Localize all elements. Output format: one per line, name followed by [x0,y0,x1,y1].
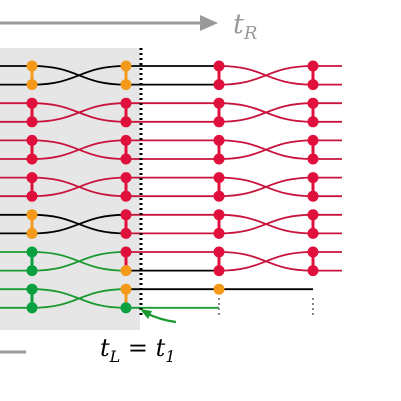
wire-seg-1-7 [31,176,127,198]
gate-dot-c1-13 [120,302,132,314]
gate-dot-c3-11 [307,265,319,277]
gate-dot-c0-0 [26,60,38,72]
gate-dot-c0-2 [26,97,38,109]
gate-dot-c0-7 [26,190,38,202]
gate-dot-c3-5 [307,153,319,165]
gate-dot-c2-11 [213,265,225,277]
wire-seg-3-9 [218,213,314,235]
gate-dot-c0-10 [26,246,38,258]
wire-seg-3-5 [218,139,314,160]
wire-seg-1-9 [31,213,127,235]
wire-seg-1-13 [31,288,127,309]
gate-dot-c2-7 [213,190,225,202]
gate-dot-c2-4 [213,134,225,146]
gate-dot-c3-4 [307,134,319,146]
gate-dot-c0-6 [26,172,38,184]
gate-dot-c2-8 [213,209,225,221]
equals-t: = t [120,334,165,362]
gate-dot-c0-11 [26,265,38,277]
gate-dot-c1-5 [120,153,132,165]
gate-dot-c0-5 [26,153,38,165]
gate-dot-c2-12 [213,283,225,295]
gate-dot-c2-10 [213,246,225,258]
gate-dot-c1-2 [120,97,132,109]
gate-dot-c3-0 [307,60,319,72]
gate-dot-c2-6 [213,172,225,184]
gate-dot-c1-12 [120,283,132,295]
pointer-arrow-head [140,309,152,319]
gate-dot-c2-1 [213,79,225,91]
gate-dot-c3-10 [307,246,319,258]
gates-layer [26,60,319,314]
gate-dot-c0-9 [26,227,38,239]
gate-dot-c3-2 [307,97,319,109]
gate-dot-c3-6 [307,172,319,184]
wire-seg-1-1 [31,65,127,86]
gate-dot-c1-11 [120,265,132,277]
gate-dot-c2-9 [213,227,225,239]
wire-seg-3-7 [218,176,314,198]
gate-dot-c1-9 [120,227,132,239]
gate-dot-c1-10 [120,246,132,258]
t-one-subscript: 1 [165,347,175,366]
gate-dot-c1-0 [120,60,132,72]
gate-dot-c0-4 [26,134,38,146]
gate-dot-c3-3 [307,116,319,128]
t-left-subscript: L [109,347,121,366]
wire-seg-1-3 [31,102,127,123]
wire-seg-3-3 [218,102,314,123]
wire-seg-1-5 [31,139,127,160]
gate-dot-c1-6 [120,172,132,184]
gate-dot-c2-3 [213,116,225,128]
gate-dot-c3-1 [307,79,319,91]
gate-dot-c3-9 [307,227,319,239]
gate-dot-c1-3 [120,116,132,128]
wire-seg-1-11 [31,251,127,272]
gate-dot-c0-12 [26,283,38,295]
t-right-symbol: t [233,9,244,40]
gate-dot-c2-0 [213,60,225,72]
t-right-subscript: R [243,23,258,44]
gate-dot-c3-8 [307,209,319,221]
gate-dot-c0-3 [26,116,38,128]
shaded-region [0,48,140,330]
t-left-symbol: t [100,334,110,362]
wires-layer [0,65,342,309]
time-arrow-label: tR [233,9,257,44]
gate-dot-c0-8 [26,209,38,221]
time-cut-label: tL = t1 [100,334,175,366]
gate-dot-c0-13 [26,302,38,314]
gate-dot-c0-1 [26,79,38,91]
gate-dot-c2-5 [213,153,225,165]
gate-dot-c1-8 [120,209,132,221]
time-arrow-head [200,15,218,31]
wire-seg-3-1 [218,65,314,86]
gate-dot-c3-7 [307,190,319,202]
gate-dot-c1-7 [120,190,132,202]
wire-seg-3-11 [218,251,314,272]
gate-dot-c1-4 [120,134,132,146]
gate-dot-c2-2 [213,97,225,109]
pointer-arrow [145,312,177,324]
gate-dot-c1-1 [120,79,132,91]
